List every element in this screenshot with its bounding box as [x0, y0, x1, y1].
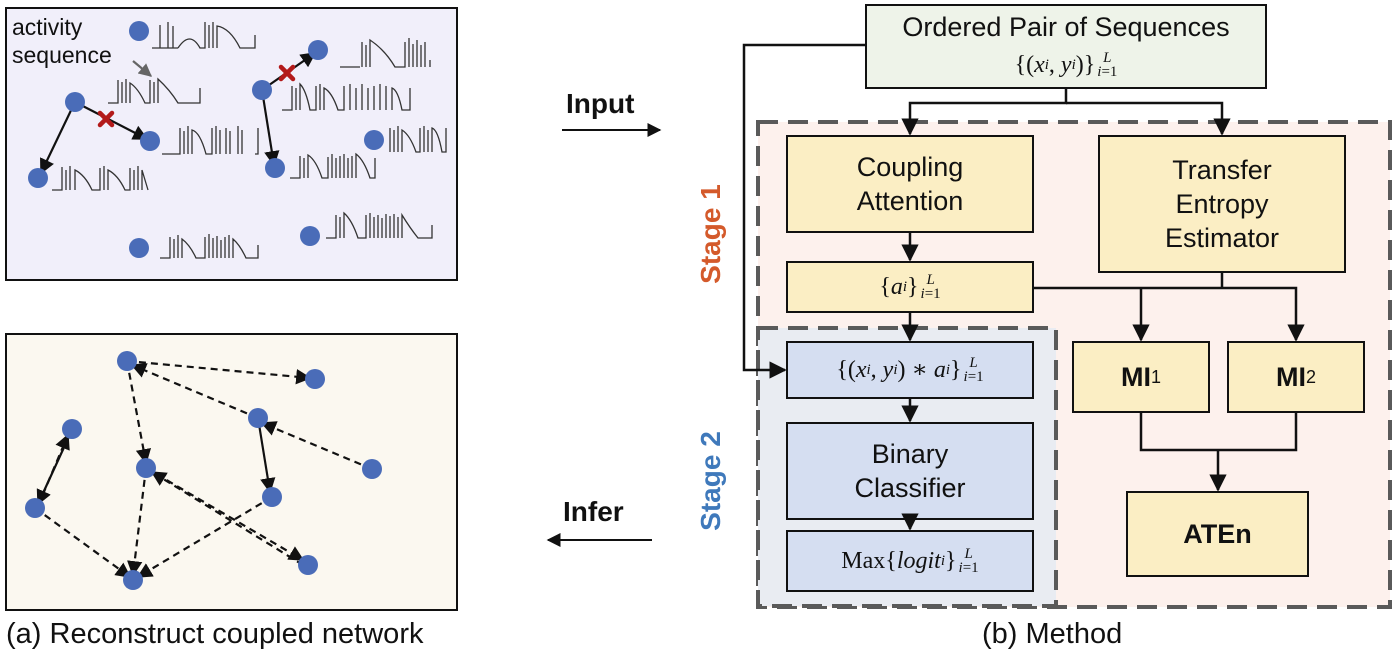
activity-nodes [28, 21, 384, 258]
flow-lines [742, 43, 1305, 531]
aten-box [1126, 491, 1309, 577]
max-prefix: Max [841, 548, 886, 574]
mi1-subscript: 1 [1150, 367, 1161, 387]
reconstructed-nodes [25, 351, 382, 590]
sequence-label: sequence [12, 42, 112, 68]
mi2-label: MI [1275, 362, 1306, 392]
transfer-entropy-box [1098, 135, 1346, 273]
infer-label: Infer [563, 496, 624, 527]
panel-b-caption: (b) Method [982, 618, 1123, 650]
coupling-attention-text: Coupling Attention [856, 152, 964, 216]
reconstructed-solid-edges [36, 417, 276, 506]
mi1-box [1072, 341, 1210, 413]
stage2-label: Stage 2 [695, 431, 726, 531]
weighted-input-box [786, 341, 1034, 399]
aten-text: ATEn [1183, 519, 1252, 549]
mi2-box [1227, 341, 1365, 413]
coupling-attention-box [786, 135, 1034, 233]
cross-marks [97, 64, 296, 128]
activity-label: activity [12, 14, 83, 40]
binary-classifier-text: Binary Classifier [854, 439, 966, 503]
attention-weights-box [786, 261, 1034, 313]
top-box [865, 4, 1267, 89]
input-label: Input [566, 88, 635, 119]
stage1-label: Stage 1 [695, 184, 726, 284]
top-box-title: Ordered Pair of Sequences [902, 12, 1230, 42]
mi2-subscript: 2 [1305, 367, 1316, 387]
mi1-label: MI [1120, 362, 1151, 392]
sequence-pointer [132, 60, 153, 77]
spike-trains [52, 22, 447, 259]
panel-a-caption: (a) Reconstruct coupled network [6, 618, 424, 650]
transfer-entropy-text: Transfer Entropy Estimator [1164, 155, 1280, 253]
panel-a-bottom [5, 333, 458, 611]
max-logit-box [786, 530, 1034, 592]
